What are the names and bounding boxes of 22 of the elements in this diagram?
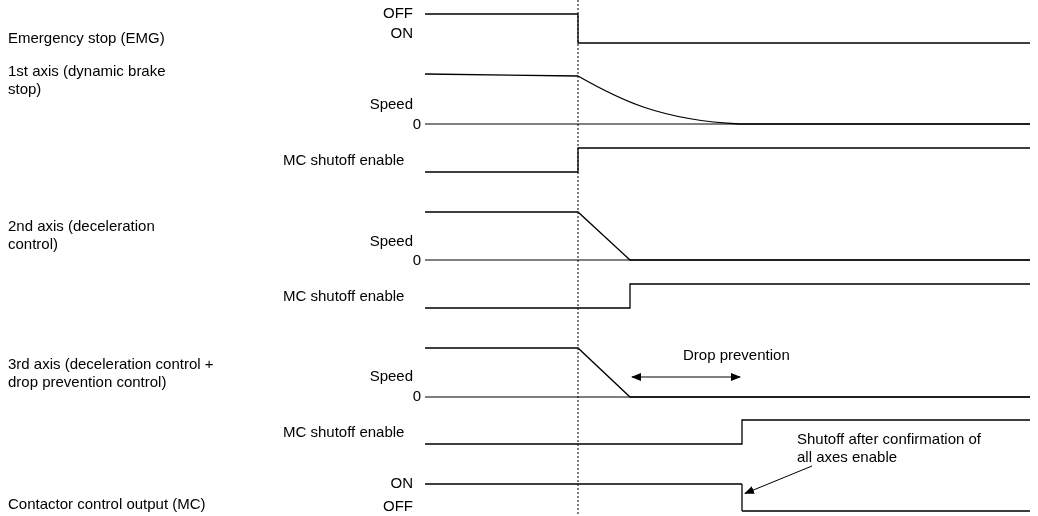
signal-name: MC shutoff enable (283, 151, 405, 169)
state-label: OFF (383, 497, 413, 515)
signal-name: MC shutoff enable (283, 287, 405, 305)
axis-label: 0 (412, 251, 421, 269)
signal-name: 3rd axis (deceleration control + drop prevention control) (8, 355, 215, 391)
axis-label: Speed (369, 95, 413, 113)
axis-label: Speed (369, 232, 413, 250)
signal-name: 1st axis (dynamic brake stop) (8, 62, 167, 98)
leader-line (744, 465, 813, 494)
interval-label: Drop prevention (683, 346, 790, 364)
axis-label: 0 (412, 387, 421, 405)
axis-label: 0 (412, 115, 421, 133)
signal-edge (741, 483, 743, 512)
signal-name: Emergency stop (EMG) (8, 29, 165, 47)
signal-name: 2nd axis (deceleration control) (8, 217, 156, 253)
state-label: ON (390, 24, 413, 42)
signal-name: MC shutoff enable (283, 423, 405, 441)
signal-name: Contactor control output (MC) (8, 495, 206, 513)
state-label: ON (390, 474, 413, 492)
callout-note: Shutoff after confirmation of all axes enable (797, 430, 997, 466)
axis-label: Speed (369, 367, 413, 385)
state-label: OFF (383, 4, 413, 22)
